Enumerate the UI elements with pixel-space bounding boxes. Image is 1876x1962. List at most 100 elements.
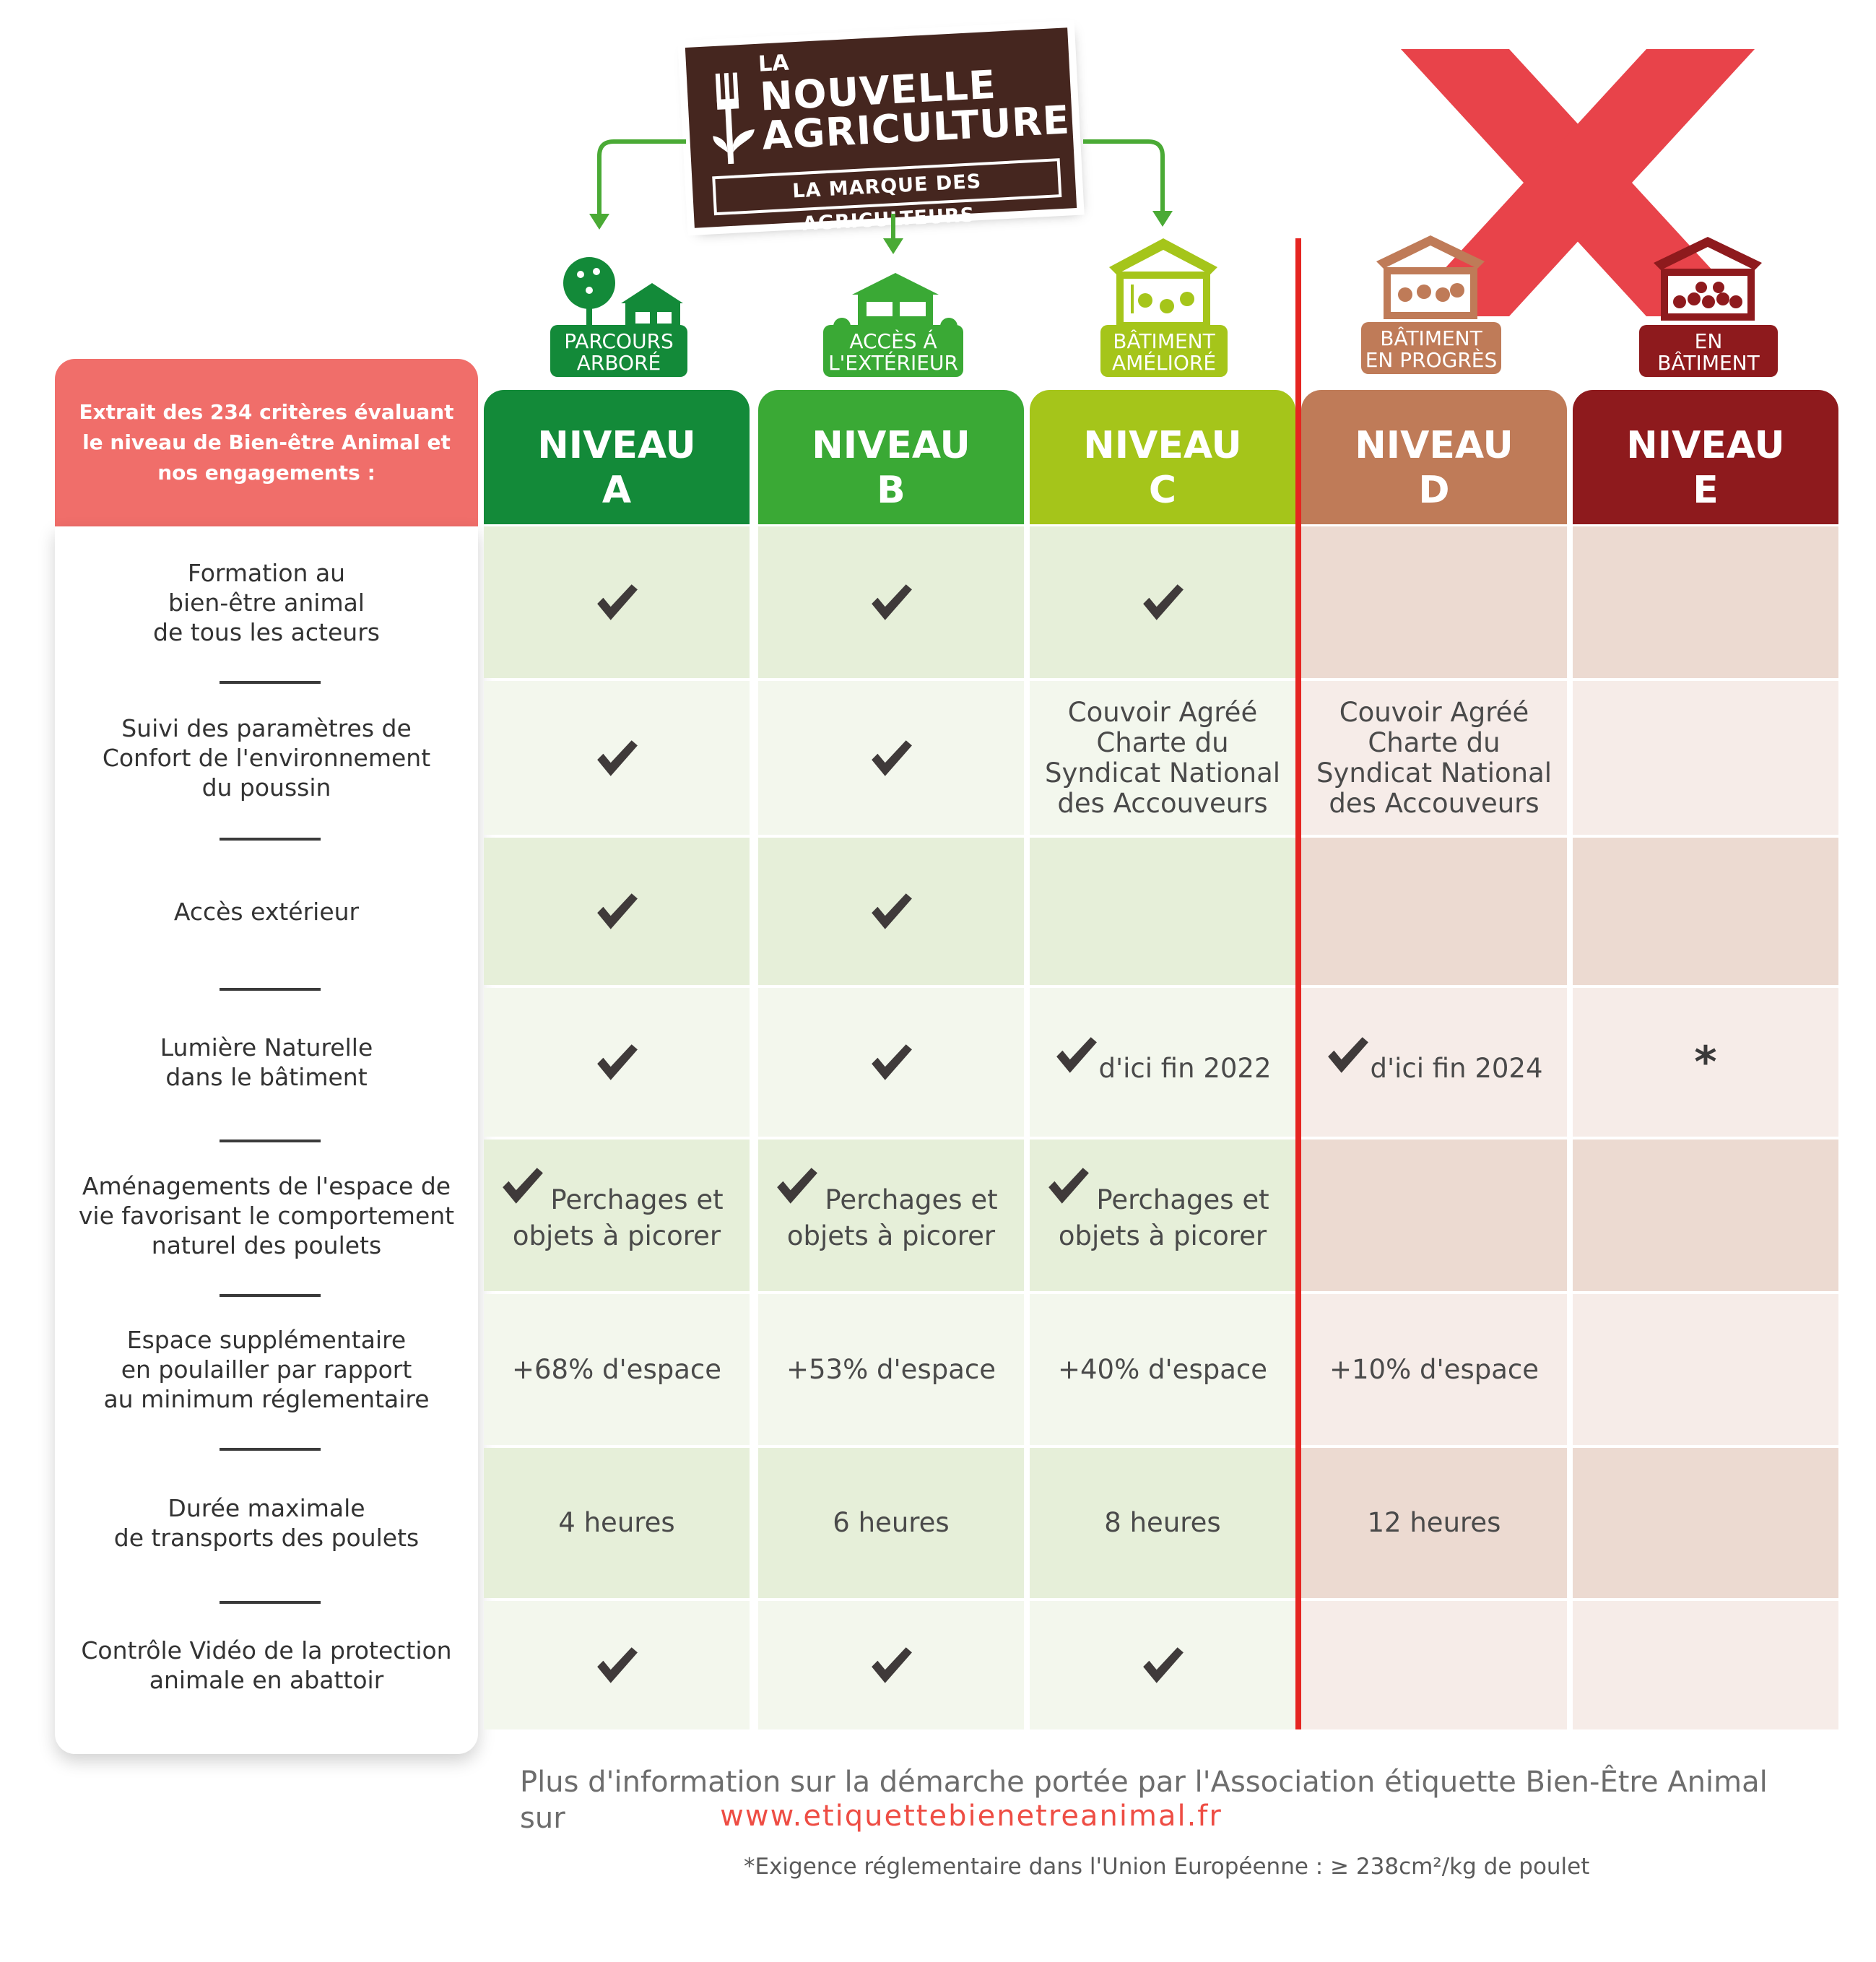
table-cell: Couvoir Agréé Charte du Syndicat Nationa… bbox=[1301, 681, 1567, 835]
table-cell bbox=[1030, 838, 1295, 985]
badge-line: EN bbox=[1694, 329, 1723, 353]
cell-text: +40% d'espace bbox=[1058, 1353, 1267, 1385]
badge-line: PARCOURS bbox=[564, 329, 674, 353]
red-cross-icon bbox=[1401, 49, 1755, 316]
table-cell bbox=[758, 838, 1024, 985]
checkmark-icon bbox=[597, 739, 638, 776]
niveau-letter: A bbox=[602, 469, 632, 512]
checkmark-icon bbox=[777, 1168, 818, 1204]
criterion-label: Suivi des paramètres de Confort de l'env… bbox=[102, 714, 431, 802]
checkmark-icon bbox=[1328, 1037, 1369, 1073]
row-separator bbox=[220, 838, 321, 841]
table-cell: 4 heures bbox=[484, 1448, 750, 1598]
criterion-label: Contrôle Vidéo de la protection animale … bbox=[81, 1636, 452, 1694]
criterion-label: Espace supplémentaire en poulailler par … bbox=[103, 1326, 430, 1413]
logo-arrows bbox=[589, 139, 1173, 254]
checkmark-icon bbox=[872, 1647, 912, 1683]
table-cell bbox=[1573, 1294, 1838, 1445]
table-cell: +40% d'espace bbox=[1030, 1294, 1295, 1445]
table-cell: Perchages et objets à picorer bbox=[1030, 1140, 1295, 1291]
cell-text: Perchages et objets à picorer bbox=[786, 1184, 998, 1251]
badge-line: ACCÈS Á bbox=[849, 329, 937, 353]
niveau-word: NIVEAU bbox=[537, 424, 696, 467]
badge-line: BÂTIMENT bbox=[1657, 351, 1760, 375]
badge-line: BÂTIMENT bbox=[1113, 329, 1215, 353]
row-separator bbox=[220, 681, 321, 684]
table-cell: 8 heures bbox=[1030, 1448, 1295, 1598]
criterion-label: Lumière Naturelle dans le bâtiment bbox=[160, 1033, 373, 1091]
table-cell bbox=[484, 988, 750, 1137]
row-separator bbox=[220, 988, 321, 991]
cell-text: Perchages et objets à picorer bbox=[1058, 1184, 1269, 1251]
table-cell bbox=[1573, 838, 1838, 985]
checkmark-icon bbox=[1143, 1647, 1184, 1683]
checkmark-icon bbox=[597, 584, 638, 620]
not-recommended-divider bbox=[1295, 238, 1301, 1729]
criterion-label: Aménagements de l'espace de vie favorisa… bbox=[78, 1171, 455, 1259]
checkmark-icon bbox=[872, 584, 912, 620]
table-cell: +10% d'espace bbox=[1301, 1294, 1567, 1445]
cell-text: Couvoir Agréé Charte du Syndicat Nationa… bbox=[1044, 696, 1281, 819]
cell-text: d'ici fin 2022 bbox=[1098, 1053, 1272, 1084]
brand-logo: LA NOUVELLE AGRICULTURE LA MARQUE DES AG… bbox=[685, 27, 1077, 235]
table-cell: 12 heures bbox=[1301, 1448, 1567, 1598]
table-cell bbox=[1573, 1601, 1838, 1729]
barn-progress-icon bbox=[1376, 235, 1485, 319]
table-cell bbox=[1030, 526, 1295, 678]
checkmark-icon bbox=[1048, 1168, 1090, 1204]
checkmark-icon bbox=[597, 1044, 638, 1080]
checkmark-icon bbox=[503, 1168, 544, 1204]
niveau-letter: D bbox=[1418, 469, 1450, 512]
table-cell: * bbox=[1573, 988, 1838, 1137]
cell-text: 8 heures bbox=[1104, 1507, 1221, 1538]
checkmark-icon bbox=[872, 1044, 912, 1080]
table-cell bbox=[1573, 526, 1838, 678]
checkmark-icon bbox=[597, 893, 638, 929]
table-cell bbox=[484, 681, 750, 835]
cell-text: +53% d'espace bbox=[786, 1353, 996, 1385]
niveau-word: NIVEAU bbox=[1083, 424, 1242, 467]
table-cell bbox=[758, 526, 1024, 678]
footer-regulatory-note: *Exigence réglementaire dans l'Union Eur… bbox=[744, 1854, 1590, 1880]
table-cell bbox=[484, 838, 750, 985]
checkmark-icon bbox=[872, 893, 912, 929]
niveau-word: NIVEAU bbox=[1626, 424, 1785, 467]
cell-text: +10% d'espace bbox=[1329, 1353, 1539, 1385]
niveau-word: NIVEAU bbox=[1355, 424, 1514, 467]
table-cell bbox=[758, 681, 1024, 835]
cell-text: Perchages et objets à picorer bbox=[512, 1184, 724, 1251]
badge-line: EN PROGRÈS bbox=[1365, 348, 1498, 372]
fork-leaf-icon bbox=[713, 72, 755, 165]
table-cell bbox=[1301, 838, 1567, 985]
table-cell: +53% d'espace bbox=[758, 1294, 1024, 1445]
table-cell: Perchages et objets à picorer bbox=[758, 1140, 1024, 1291]
niveau-word: NIVEAU bbox=[812, 424, 970, 467]
checkmark-icon bbox=[1143, 584, 1184, 620]
badge-line: BÂTIMENT bbox=[1380, 326, 1482, 350]
badge-line: AMÉLIORÉ bbox=[1111, 351, 1217, 375]
footer-website-link[interactable]: www.etiquettebienetreanimal.fr bbox=[720, 1800, 1223, 1833]
cell-text: d'ici fin 2024 bbox=[1370, 1053, 1543, 1084]
table-cell bbox=[1301, 1140, 1567, 1291]
table-cell bbox=[484, 1601, 750, 1729]
table-cell: +68% d'espace bbox=[484, 1294, 750, 1445]
footnote-asterisk: * bbox=[1694, 1037, 1717, 1088]
table-cell bbox=[1030, 1601, 1295, 1729]
criterion-label: Accès extérieur bbox=[173, 897, 360, 926]
table-cell bbox=[1301, 526, 1567, 678]
table-cell: d'ici fin 2024 bbox=[1301, 988, 1567, 1137]
table-cell bbox=[1573, 681, 1838, 835]
footer-info-text: Plus d'information sur la démarche porté… bbox=[520, 1766, 1768, 1835]
row-separator bbox=[220, 1601, 321, 1604]
criteria-header: Extrait des 234 critères évaluant le niv… bbox=[55, 359, 478, 526]
table-cell: Couvoir Agréé Charte du Syndicat Nationa… bbox=[1030, 681, 1295, 835]
niveau-letter: B bbox=[877, 469, 906, 512]
table-cell bbox=[1573, 1140, 1838, 1291]
